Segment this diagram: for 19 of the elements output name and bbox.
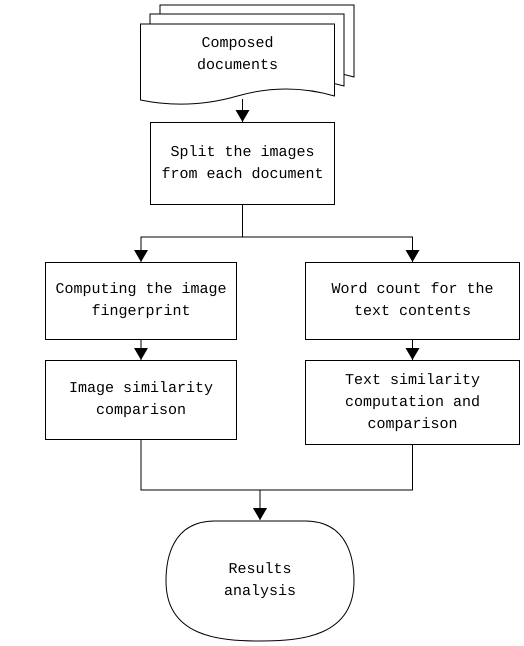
arrow — [236, 98, 250, 122]
node-label: Image similarity comparison — [68, 379, 214, 421]
process-box — [305, 262, 520, 340]
process-box — [305, 360, 520, 445]
node-label: Results analysis — [222, 560, 297, 602]
process-box — [150, 122, 335, 205]
arrow — [253, 444, 413, 520]
arrow — [406, 340, 420, 360]
node-label: Text similarity computation and comparison — [344, 370, 482, 434]
document-stack — [140, 4, 355, 106]
process-box — [45, 360, 237, 440]
arrow — [242, 204, 420, 262]
node-label: Split the images from each document — [160, 142, 325, 184]
terminal-shape — [165, 520, 355, 642]
node-label: Word count for the text contents — [330, 280, 495, 322]
node-label: Computing the image fingerprint — [54, 280, 228, 322]
arrow — [134, 340, 148, 360]
node-label: Composed documents — [196, 34, 279, 76]
process-box — [45, 262, 237, 340]
